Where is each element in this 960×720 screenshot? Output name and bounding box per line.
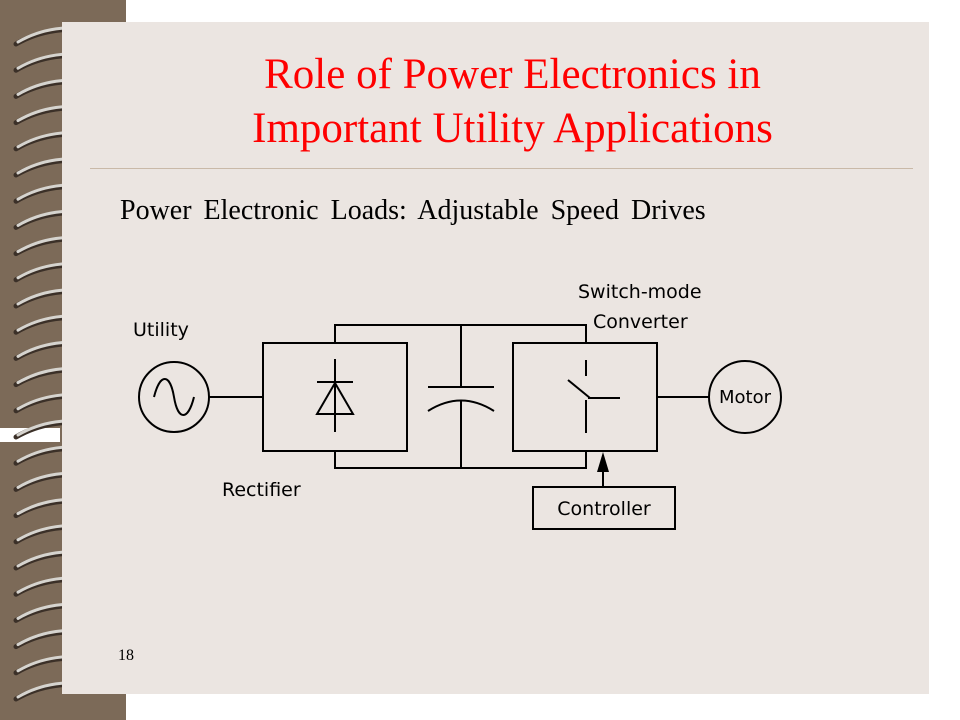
utility-label: Utility [133,319,189,341]
diode-icon [315,359,355,432]
title-line-1: Role of Power Electronics in [264,51,761,98]
page-number: 18 [118,647,134,664]
capacitor-icon [427,325,495,468]
utility-source [138,361,210,433]
title-divider [90,168,913,169]
control-arrow-icon [597,452,609,472]
rectifier-label: Rectifier [222,479,301,501]
slide-title: Role of Power Electronics in Important U… [100,48,925,156]
slide-subtitle: Power Electronic Loads: Adjustable Speed… [120,195,706,226]
sine-wave-icon [153,378,195,416]
converter-box [512,342,658,452]
title-line-2: Important Utility Applications [252,105,773,152]
slide-page [62,22,929,694]
switch-icon [567,360,620,433]
converter-label-line-2: Converter [593,311,688,333]
motor-label: Motor [719,387,772,408]
motor-circle [708,360,782,434]
controller-label: Controller [557,498,651,520]
converter-label-line-1: Switch-mode [578,281,702,303]
